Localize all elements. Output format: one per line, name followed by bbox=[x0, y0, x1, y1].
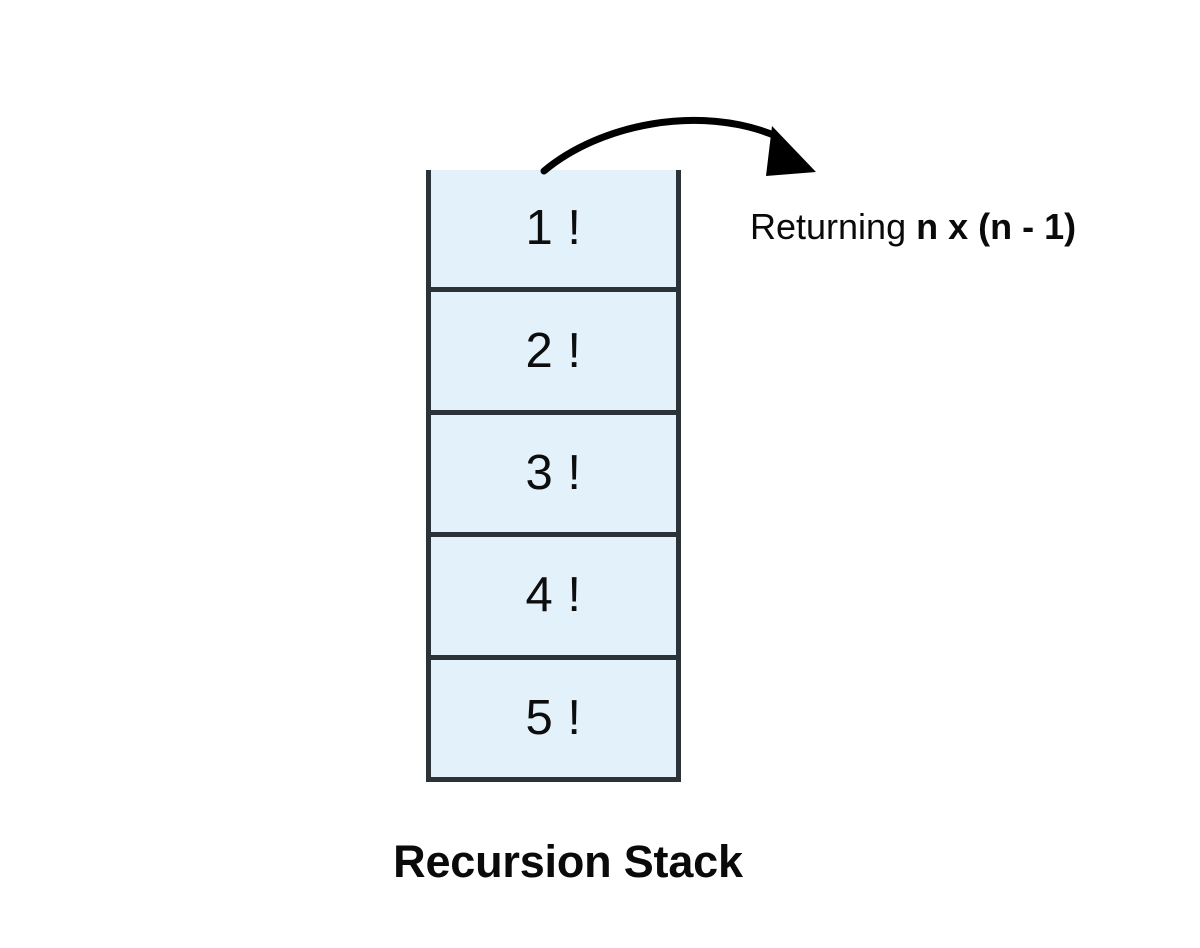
stack-frame: 4 ! bbox=[426, 537, 681, 660]
diagram-caption: Recursion Stack bbox=[393, 836, 743, 887]
stack-frame-label: 1 ! bbox=[525, 201, 582, 256]
stack-frame: 5 ! bbox=[426, 659, 681, 783]
return-arrow-curve bbox=[540, 116, 780, 175]
stack-frame-label: 2 ! bbox=[525, 323, 582, 378]
return-annotation: Returning n x (n - 1) bbox=[750, 205, 1076, 248]
stack-frame: 2 ! bbox=[426, 292, 681, 415]
stack-frame-label: 3 ! bbox=[525, 446, 582, 501]
return-annotation-expression: n x (n - 1) bbox=[916, 206, 1077, 247]
stack-frame: 3 ! bbox=[426, 414, 681, 538]
stack-frame: 1 ! bbox=[426, 170, 681, 293]
recursion-stack: 1 ! 2 ! 3 ! 4 ! 5 ! bbox=[426, 170, 681, 783]
stack-frame-label: 5 ! bbox=[525, 690, 582, 745]
return-arrow-head bbox=[766, 126, 816, 176]
return-annotation-prefix: Returning bbox=[750, 206, 917, 247]
stack-frame-label: 4 ! bbox=[525, 568, 582, 623]
